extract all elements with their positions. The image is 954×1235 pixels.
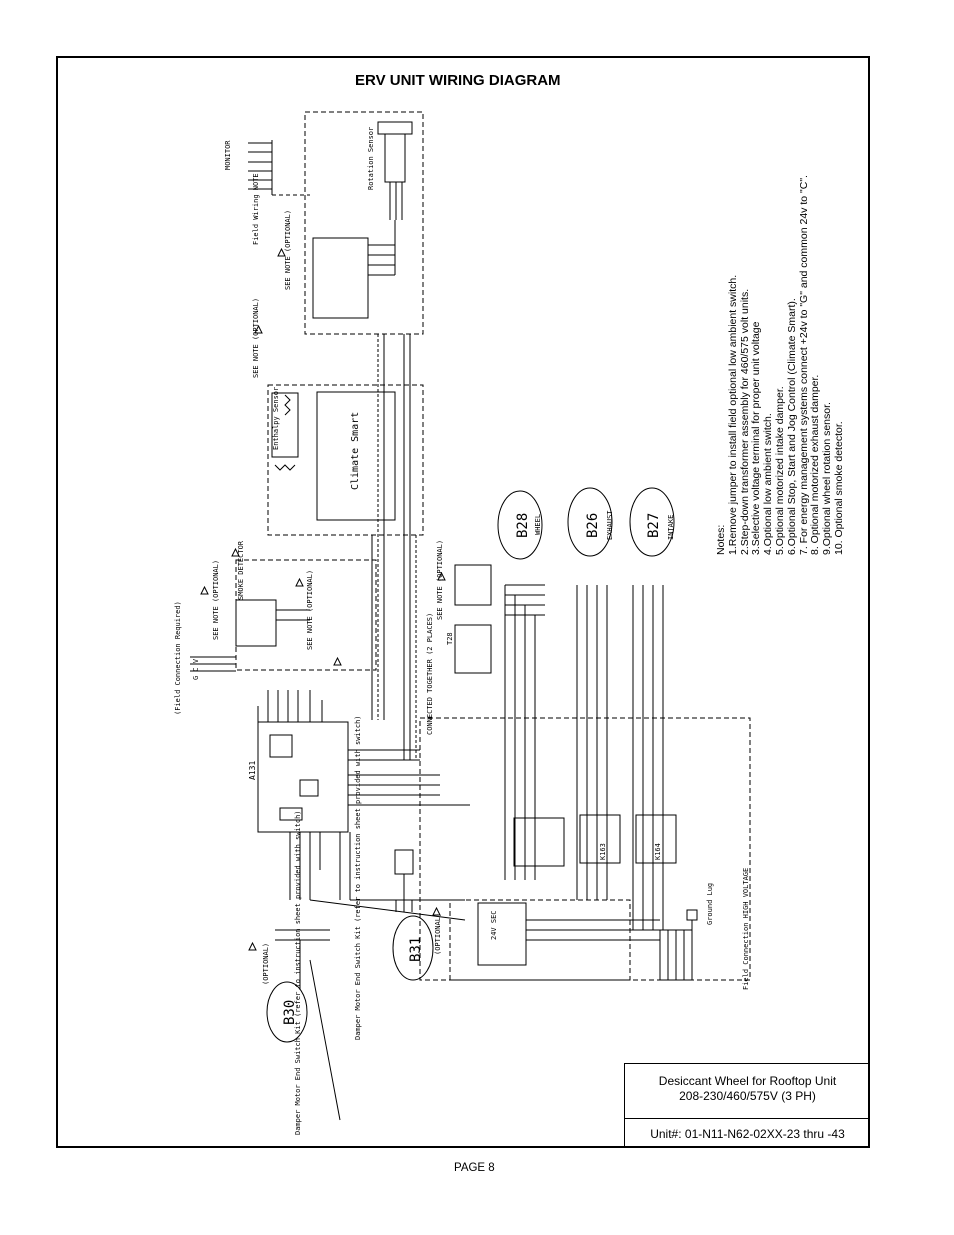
see-note-label-4: SEE NOTE (OPTIONAL) (306, 570, 314, 650)
motor-b27 (629, 487, 675, 557)
smoke-detector (235, 599, 277, 647)
damper-motor-label-1: Damper Motor End Switch Kit (refer to in… (294, 810, 302, 1135)
note-item: 10. Optional smoke detector. (832, 421, 845, 555)
relay-k (513, 817, 565, 867)
sensor-board (312, 237, 369, 319)
transformer-t28 (477, 902, 527, 966)
motor-b31 (392, 915, 434, 981)
rotation-sensor-body (377, 121, 413, 135)
ground-lug-label: Ground Lug (706, 883, 714, 925)
title-block-unit: Unit#: 01-N11-N62-02XX-23 thru -43 (650, 1127, 845, 1141)
enthalpy-label: Enthalpy Sensor (272, 387, 280, 450)
rotation-sensor-label: Rotation Sensor (367, 127, 375, 190)
k164-label: K164 (654, 843, 662, 860)
see-note-label-3: SEE NOTE (OPTIONAL) (212, 560, 220, 640)
page-title: ERV UNIT WIRING DIAGRAM (355, 72, 561, 89)
note-triangle (254, 324, 263, 334)
see-note-label-2: SEE NOTE (OPTIONAL) (252, 298, 260, 378)
monitor-terminals (248, 140, 310, 196)
connected-label: CONNECTED TOGETHER (2 PLACES) (426, 613, 434, 735)
field-wiring-label: Field Wiring NOTE (252, 173, 260, 245)
b27-sub-label: INTAKE (667, 515, 675, 540)
climate-smart-board (316, 391, 396, 521)
note-item: 1.Remove jumper to install field optiona… (726, 274, 739, 555)
field-connection-label: (Field Connection Required) (174, 601, 182, 715)
power-box (419, 717, 751, 981)
ground-lug (686, 909, 698, 921)
title-block-description: Desiccant Wheel for Rooftop Unit 208-230… (625, 1064, 870, 1119)
connector-t28 (454, 624, 492, 674)
motor-b28 (497, 490, 543, 560)
a131-label: A131 (248, 761, 257, 780)
damper-motor-label-2: Damper Motor End Switch Kit (refer to in… (354, 715, 362, 1040)
see-note-label-1: SEE NOTE (OPTIONAL) (284, 210, 292, 290)
title-block-line1: Desiccant Wheel for Rooftop Unit (658, 1074, 837, 1088)
monitor-label: MONITOR (224, 140, 232, 170)
note-item: 5.Optional motorized intake damper. (773, 386, 786, 555)
climate-smart-box (267, 384, 424, 536)
b28-sub-label: WHEEL (534, 514, 542, 535)
k163-label: K163 (599, 843, 607, 860)
b27-label: B27 (646, 513, 662, 538)
notes-block: Notes: 1.Remove jumper to install field … (715, 175, 846, 555)
sec-24v-label: 24V SEC (490, 910, 498, 940)
b30-label: B30 (282, 1000, 298, 1025)
a131-board (257, 721, 349, 833)
b26-sub-label: EXHAUST (606, 510, 614, 540)
rotation-sensor-box (304, 111, 424, 335)
enthalpy-sensor (271, 392, 299, 458)
motor-b30 (266, 981, 308, 1043)
diagram-frame (56, 56, 870, 1148)
rotation-sensor-housing (384, 133, 406, 183)
climate-smart-label: Climate Smart (350, 412, 361, 490)
optional-label-1: (OPTIONAL) (262, 943, 270, 985)
smoke-detector-label: SMOKE DETECTOR (237, 540, 245, 600)
title-block-line2: 208-230/460/575V (3 PH) (679, 1089, 816, 1103)
t28-label: T28 (446, 632, 454, 645)
motor-leads (504, 584, 664, 930)
gcv-label: G C V (192, 658, 200, 680)
optional-label-2: (OPTIONAL) (434, 913, 442, 955)
b28-label: B28 (515, 513, 531, 538)
contactor-k164 (635, 814, 677, 864)
b26-label: B26 (585, 513, 601, 538)
page-number: PAGE 8 (454, 1162, 495, 1174)
see-note-label-5: SEE NOTE (OPTIONAL) (436, 540, 444, 620)
title-block: Desiccant Wheel for Rooftop Unit 208-230… (624, 1063, 870, 1148)
motor-b26 (567, 487, 613, 557)
contactor-k163 (579, 814, 621, 864)
field-hv-label: Field Connection HIGH VOLTAGE (742, 868, 750, 990)
note-item: 6.Optional Stop, Start and Jog Control (… (785, 298, 798, 555)
b31-label: B31 (408, 937, 424, 962)
